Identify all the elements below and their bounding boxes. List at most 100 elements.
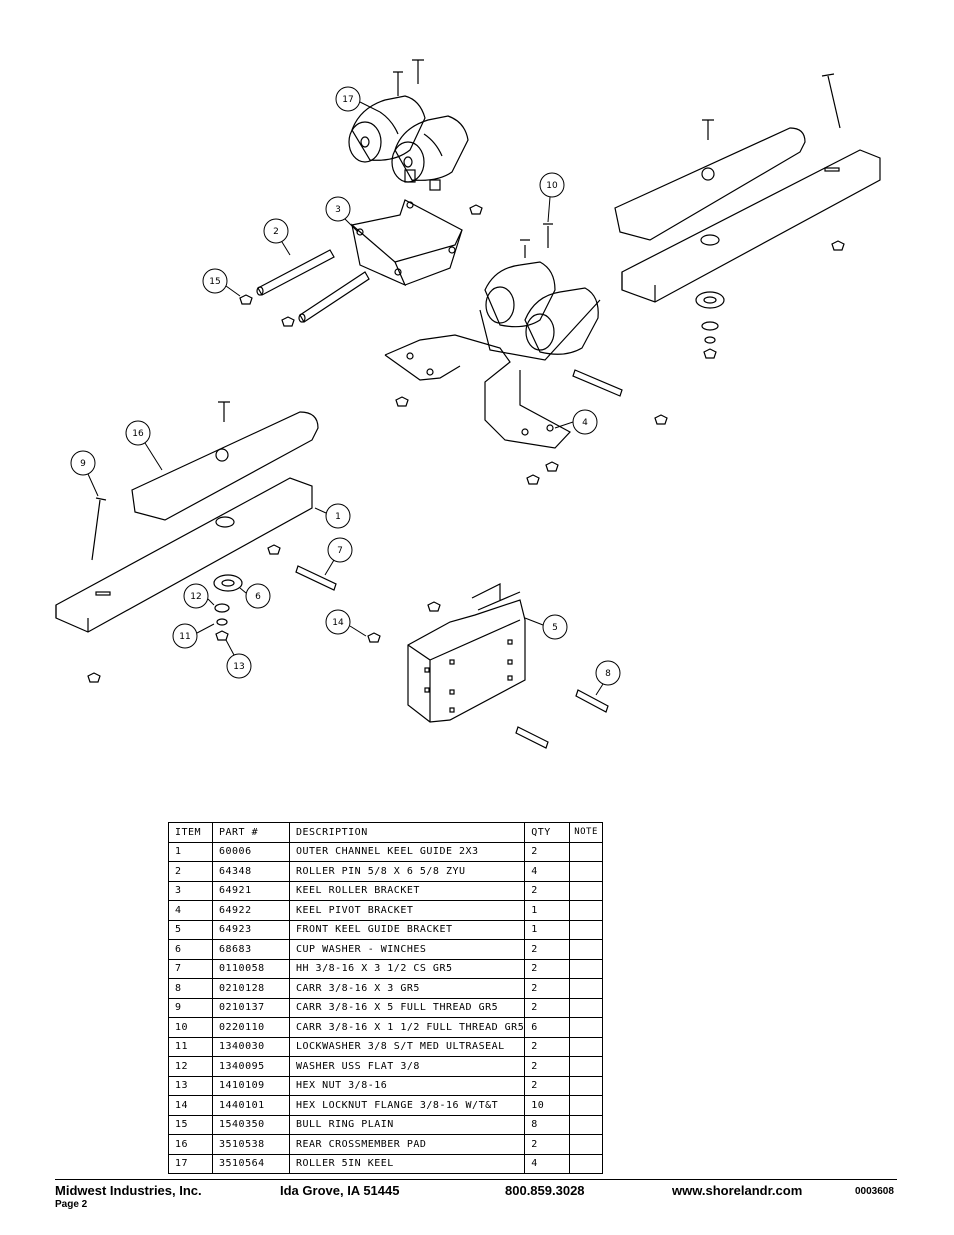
keel-rollers-top (348, 59, 469, 191)
cell-description: HH 3/8-16 X 3 1/2 CS GR5 (288, 958, 526, 979)
cell-qty: 2 (524, 841, 571, 862)
cell-qty: 2 (524, 1056, 571, 1077)
cell-note (569, 1153, 604, 1174)
roller-pins (239, 249, 370, 327)
cell-part-number: 1410109 (212, 1075, 290, 1096)
footer-company: Midwest Industries, Inc. (55, 1183, 202, 1198)
cell-note (569, 861, 604, 882)
cell-part-number: 1540350 (212, 1114, 290, 1135)
svg-text:12: 12 (190, 592, 201, 602)
cell-note (569, 880, 604, 901)
callout-17: 17 (335, 86, 381, 113)
cell-qty: 2 (524, 997, 571, 1018)
cell-part-number: 3510538 (212, 1134, 290, 1155)
callout-8: 8 (595, 660, 621, 696)
cell-part-number: 64923 (212, 919, 290, 940)
cell-item: 13 (168, 1075, 213, 1096)
cell-item: 3 (168, 880, 213, 901)
cell-item: 2 (168, 861, 213, 882)
cell-part-number: 1340030 (212, 1036, 290, 1057)
svg-text:1: 1 (335, 512, 341, 522)
cell-description: FRONT KEEL GUIDE BRACKET (288, 919, 526, 940)
cell-part-number: 0210137 (212, 997, 290, 1018)
cell-qty: 8 (524, 1114, 571, 1135)
cell-description: HEX LOCKNUT FLANGE 3/8-16 W/T&T (288, 1095, 526, 1116)
cell-part-number: 1440101 (212, 1095, 290, 1116)
svg-text:13: 13 (233, 662, 244, 672)
cell-note (569, 1114, 604, 1135)
cell-note (569, 841, 604, 862)
cell-qty: 2 (524, 1036, 571, 1057)
cell-description: KEEL ROLLER BRACKET (288, 880, 526, 901)
callout-6: 6 (239, 583, 271, 609)
cell-description: REAR CROSSMEMBER PAD (288, 1134, 526, 1155)
item-callouts: 1 2 3 4 5 6 7 8 9 10 11 12 13 14 15 16 1… (70, 86, 621, 696)
callout-3: 3 (325, 196, 359, 233)
svg-text:2: 2 (273, 227, 279, 237)
callout-13: 13 (225, 639, 252, 679)
cell-item: 4 (168, 900, 213, 921)
cell-qty: 4 (524, 1153, 571, 1174)
footer-phone: 800.859.3028 (505, 1183, 585, 1198)
cell-item: 8 (168, 978, 213, 999)
svg-text:17: 17 (342, 95, 353, 105)
cell-description: CARR 3/8-16 X 1 1/2 FULL THREAD GR5 (288, 1017, 526, 1038)
cell-note (569, 1017, 604, 1038)
cell-qty: 1 (524, 900, 571, 921)
cell-item: 15 (168, 1114, 213, 1135)
callout-11: 11 (172, 623, 215, 649)
cell-note (569, 919, 604, 940)
cell-part-number: 68683 (212, 939, 290, 960)
cell-part-number: 64348 (212, 861, 290, 882)
cell-note (569, 1075, 604, 1096)
svg-text:3: 3 (335, 205, 341, 215)
cell-part-number: 60006 (212, 841, 290, 862)
cell-item: 7 (168, 958, 213, 979)
cell-description: CARR 3/8-16 X 3 GR5 (288, 978, 526, 999)
callout-16: 16 (125, 420, 163, 471)
cell-qty: 6 (524, 1017, 571, 1038)
svg-text:10: 10 (546, 181, 558, 191)
front-keel-guide-bracket (407, 583, 609, 749)
cell-item: 16 (168, 1134, 213, 1155)
cell-item: 1 (168, 841, 213, 862)
col-header-qty: QTY (524, 822, 571, 843)
cell-note (569, 978, 604, 999)
cell-description: KEEL PIVOT BRACKET (288, 900, 526, 921)
callout-15: 15 (202, 268, 241, 297)
exploded-parts-diagram: 1 2 3 4 5 6 7 8 9 10 11 12 13 14 15 16 1… (55, 59, 881, 749)
cell-note (569, 900, 604, 921)
svg-text:8: 8 (605, 669, 611, 679)
col-header-description: DESCRIPTION (288, 822, 526, 843)
cell-qty: 2 (524, 1075, 571, 1096)
callout-9: 9 (70, 450, 99, 497)
cell-qty: 2 (524, 939, 571, 960)
keel-roller-bracket (351, 199, 463, 287)
callout-4: 4 (554, 409, 598, 435)
col-header-part-number: PART # (212, 822, 290, 843)
cell-note (569, 1095, 604, 1116)
table-header-row: ITEM PART # DESCRIPTION QTY NOTE (168, 822, 604, 843)
right-keel-guide (614, 73, 881, 359)
cell-qty: 4 (524, 861, 571, 882)
cell-part-number: 64921 (212, 880, 290, 901)
svg-text:14: 14 (332, 618, 344, 628)
cell-qty: 2 (524, 880, 571, 901)
col-header-item: ITEM (168, 822, 213, 843)
svg-text:15: 15 (209, 277, 220, 287)
cell-item: 17 (168, 1153, 213, 1174)
cell-qty: 10 (524, 1095, 571, 1116)
cell-item: 14 (168, 1095, 213, 1116)
cell-note (569, 997, 604, 1018)
callout-12: 12 (183, 583, 215, 609)
svg-text:6: 6 (255, 592, 261, 602)
cell-part-number: 64922 (212, 900, 290, 921)
cell-item: 9 (168, 997, 213, 1018)
